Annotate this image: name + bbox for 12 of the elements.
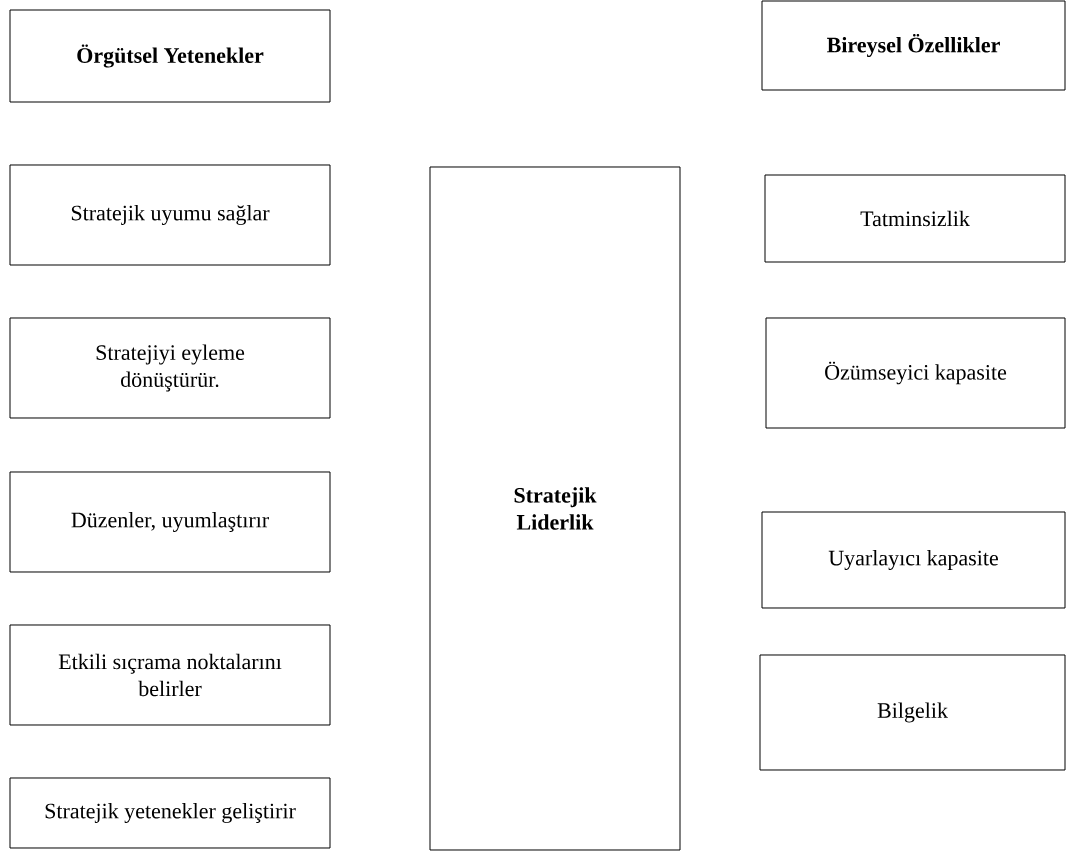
text-box: Stratejik yetenekler geliştirir	[9, 777, 331, 849]
text-box: Özümseyici kapasite	[765, 317, 1066, 429]
heading-box: Örgütsel Yetenekler	[9, 9, 331, 103]
text-box: Uyarlayıcı kapasite	[761, 511, 1066, 609]
text-box: Düzenler, uyumlaştırır	[9, 471, 331, 573]
text-box: Stratejik uyumu sağlar	[9, 164, 331, 266]
text-box: Tatminsizlik	[764, 174, 1066, 263]
heading-box: Bireysel Özellikler	[761, 0, 1066, 91]
text-box: Bilgelik	[759, 654, 1066, 771]
text-box: Stratejiyi eyleme dönüştürür.	[9, 317, 331, 419]
center-box: Stratejik Liderlik	[429, 166, 681, 851]
text-box: Etkili sıçrama noktalarını belirler	[9, 624, 331, 726]
